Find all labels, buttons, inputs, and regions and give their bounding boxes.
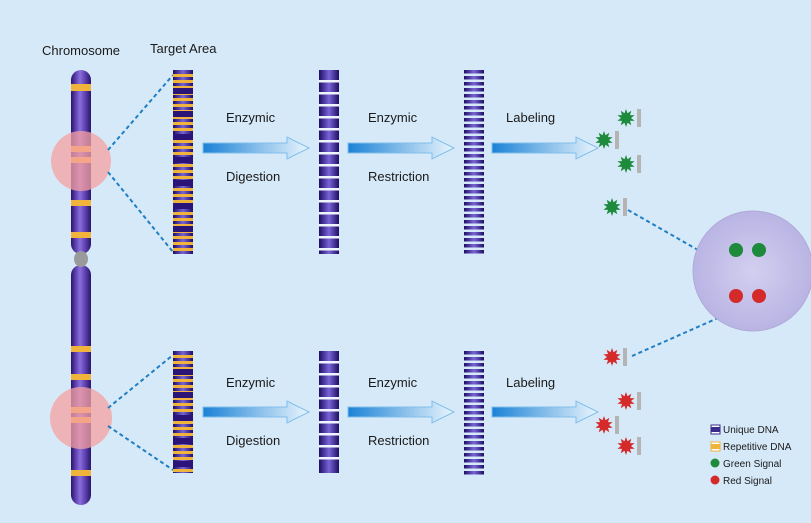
digested-strip-bottom [319,351,339,473]
row1-step3-label: Labeling [506,110,555,125]
target-area-label: Target Area [150,41,217,56]
chromosome-label: Chromosome [42,43,120,58]
red-labeled-probe [603,348,627,366]
green-labeled-probe [603,198,627,216]
restricted-strip-bottom [464,351,484,475]
row1-step2-top-label: Enzymic [368,110,418,125]
legend-green-signal: Green Signal [710,458,781,470]
arrow-restriction-top [347,136,456,160]
target-region-highlight-top [51,131,111,191]
restricted-strip-top [464,70,484,254]
row2-step2-top-label: Enzymic [368,375,418,390]
red-signal-dot [729,289,743,303]
svg-text:Repetitive DNA: Repetitive DNA [723,442,792,453]
red-labeled-probe [595,416,619,434]
row1-step2-bottom-label: Restriction [368,169,429,184]
green-signal-dot [729,243,743,257]
zoom-lines [107,74,719,471]
arrow-labeling-bottom [491,400,600,424]
digested-strip-top [319,70,339,254]
legend-repetitive-dna: Repetitive DNA [710,441,792,453]
centromere [74,251,88,267]
red-labeled-probe [617,437,641,455]
row2-step3-label: Labeling [506,375,555,390]
red-signal-dot [752,289,766,303]
arrow-labeling-top [491,136,600,160]
target-region-highlight-bottom [50,387,112,449]
green-labeled-probe [617,155,641,173]
target-area-strip-top [173,70,193,254]
arrow-digestion-top [202,136,311,160]
arrow-restriction-bottom [347,400,456,424]
green-signal-dot [752,243,766,257]
legend-red-signal: Red Signal [710,475,772,487]
green-labeled-probe [595,131,619,149]
row1-step1-top-label: Enzymic [226,110,276,125]
svg-text:Red Signal: Red Signal [723,476,772,487]
svg-text:Unique DNA: Unique DNA [723,425,779,436]
red-labeled-probe [617,392,641,410]
row2-step2-bottom-label: Restriction [368,433,429,448]
target-area-strip-bottom [173,351,193,473]
green-labeled-probe [617,109,641,127]
legend: Unique DNA Repetitive DNA Green Signal R… [710,424,792,487]
arrow-digestion-bottom [202,400,311,424]
svg-text:Green Signal: Green Signal [723,459,781,470]
legend-unique-dna: Unique DNA [710,424,779,436]
row2-step1-top-label: Enzymic [226,375,276,390]
row2-step1-bottom-label: Digestion [226,433,280,448]
row1-step1-bottom-label: Digestion [226,169,280,184]
nucleus [692,210,811,332]
